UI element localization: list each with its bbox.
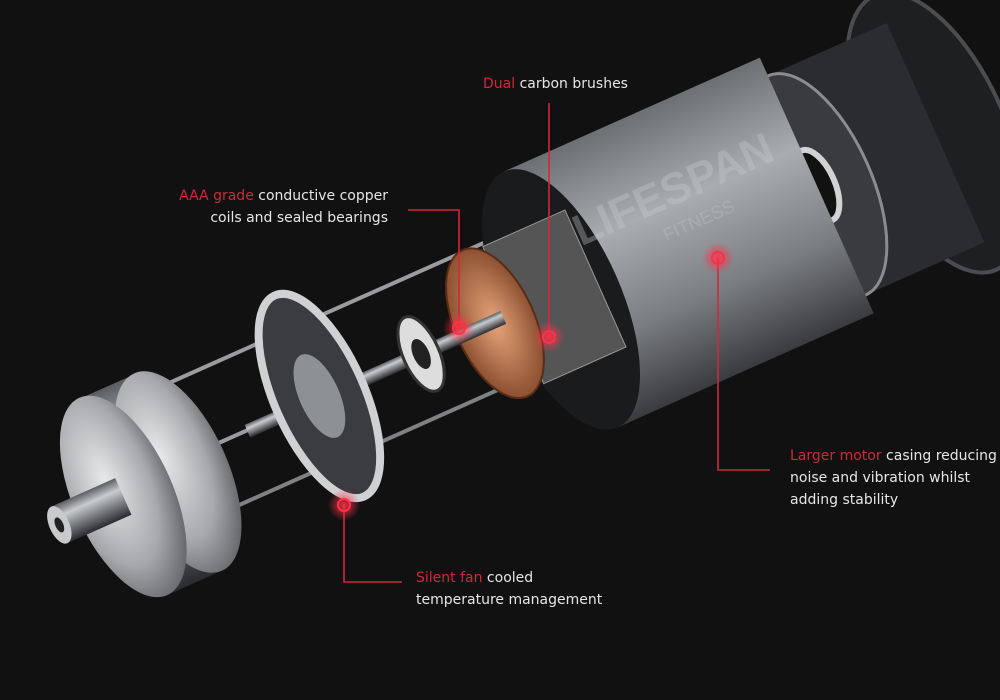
callout-fan: Silent fan cooled temperature management <box>416 567 602 611</box>
callout-brushes: Dual carbon brushes <box>483 73 628 95</box>
bearing-bore <box>411 339 431 369</box>
fan-marker-icon <box>328 489 360 521</box>
callout-lines <box>343 103 770 583</box>
shaft-bore <box>54 517 65 533</box>
callout-markers <box>328 242 734 521</box>
motor-assembly: LIFESPAN FITNESS <box>47 0 1000 598</box>
fan-leader-line <box>343 505 402 583</box>
fan-marker-ring <box>337 498 351 512</box>
callout-text: carbon brushes <box>515 76 628 92</box>
callout-text: conductive copper <box>253 188 388 204</box>
callout-highlight: AAA grade <box>179 188 254 204</box>
casing-leader-line <box>717 258 770 471</box>
callout-highlight: Larger motor <box>790 448 882 464</box>
callout-text: casing reducing <box>881 448 997 464</box>
brushes-marker-icon <box>533 321 565 353</box>
callout-text: cooled <box>482 570 534 586</box>
callout-text: coils and sealed bearings <box>210 210 388 226</box>
flywheel-face <box>114 371 242 573</box>
coils-marker-icon <box>443 312 475 344</box>
brushes-marker-ring <box>542 330 556 344</box>
callout-text: noise and vibration whilst <box>790 470 971 486</box>
coils-leader-line <box>408 209 460 328</box>
callout-text: temperature management <box>416 592 603 608</box>
callout-coils: AAA grade conductive copper coils and se… <box>179 185 388 229</box>
coils-marker-ring <box>452 321 466 335</box>
fan-hub <box>293 354 346 438</box>
threaded-shaft <box>51 478 132 544</box>
casing-marker-icon <box>702 242 734 274</box>
callout-highlight: Dual <box>483 76 516 92</box>
callout-highlight: Silent fan <box>416 570 483 586</box>
callout-text: adding stability <box>790 492 899 508</box>
end-housing <box>767 22 985 296</box>
callout-casing: Larger motor casing reducing noise and v… <box>790 445 997 511</box>
casing-marker-ring <box>711 251 725 265</box>
